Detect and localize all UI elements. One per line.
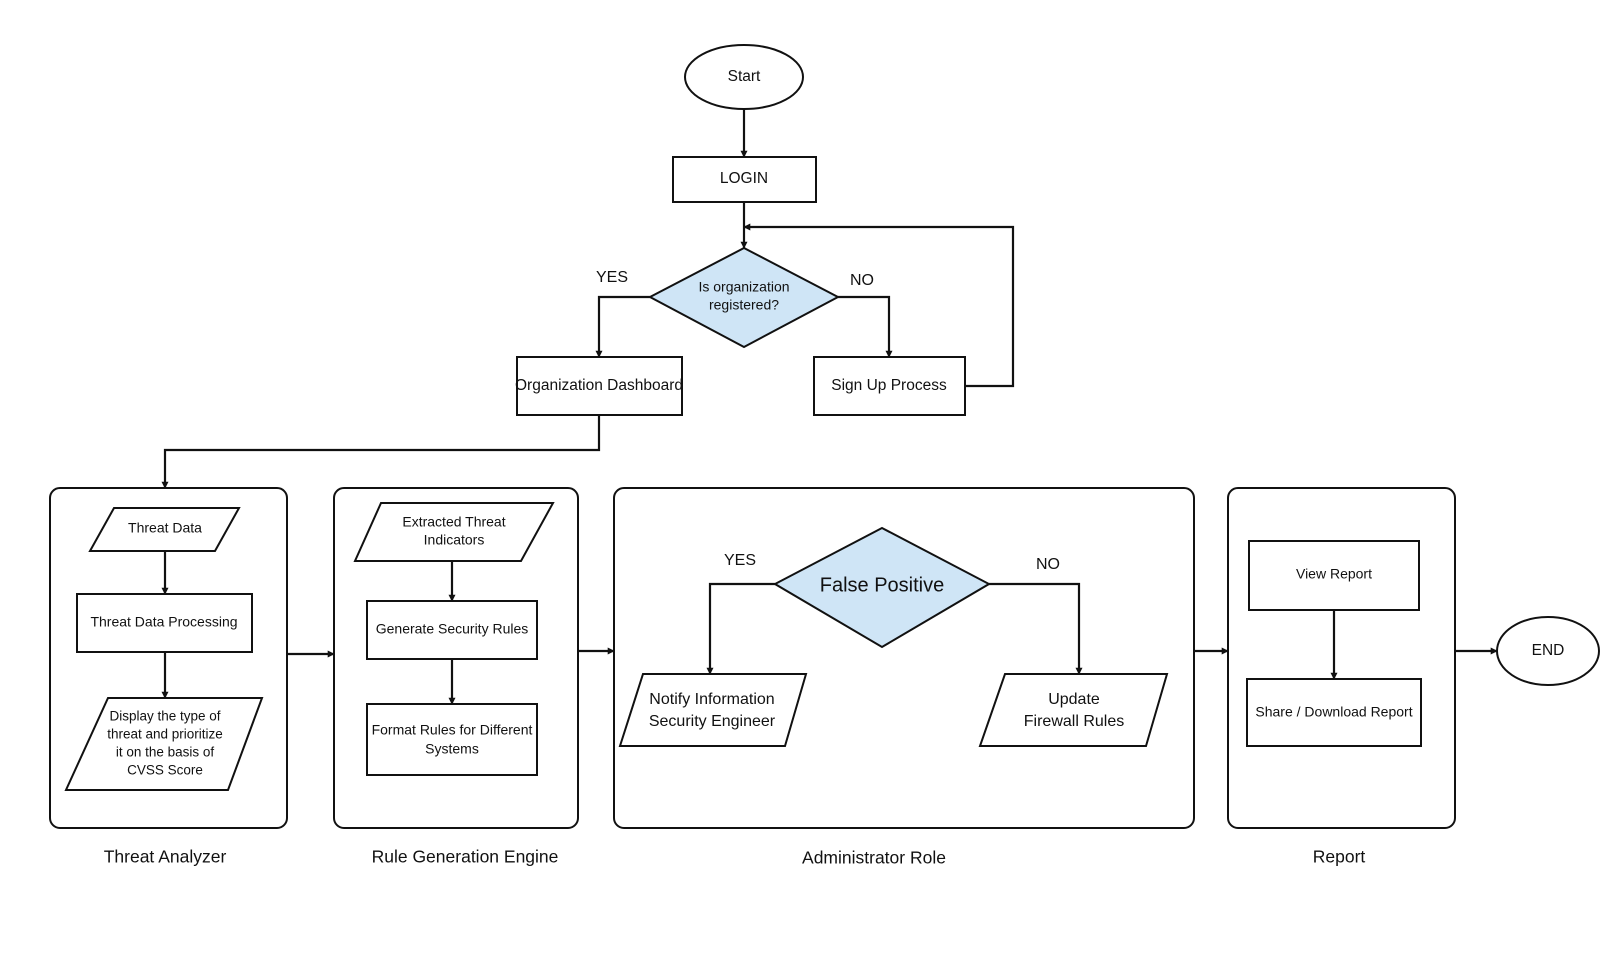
threat-data-node: [88, 507, 241, 552]
extracted-indicators-node: [353, 502, 555, 562]
org-registered-label-line1: Is organization: [698, 279, 789, 295]
display-threat-type-line2: threat and prioritize: [107, 727, 223, 742]
organization-dashboard-label: Organization Dashboard: [515, 377, 683, 394]
edge-no-to-signup: [838, 295, 893, 358]
update-firewall-line2: Firewall Rules: [1024, 713, 1124, 730]
rule-generation-engine-caption: Rule Generation Engine: [372, 847, 559, 867]
report-caption: Report: [1313, 847, 1366, 867]
threat-analyzer-caption: Threat Analyzer: [104, 847, 227, 867]
generate-security-rules-label: Generate Security Rules: [376, 621, 529, 637]
organization-dashboard-node: [516, 356, 683, 416]
display-threat-type-node: [64, 697, 264, 791]
start-label: Start: [728, 68, 761, 85]
notify-engineer-node: [618, 673, 808, 747]
sign-up-label: Sign Up Process: [831, 377, 947, 394]
view-report-node: [1248, 540, 1420, 611]
edge-fp-yes-to-notify: [706, 582, 775, 675]
end-label: END: [1532, 642, 1565, 659]
org-registered-label-line2: registered?: [709, 297, 779, 313]
org-registered-decision: [647, 246, 841, 349]
edge-dashboard-to-threat-analyzer: [161, 415, 601, 489]
format-rules-line1: Format Rules for Different: [372, 722, 533, 738]
threat-data-label: Threat Data: [128, 520, 202, 536]
generate-security-rules-node: [366, 600, 538, 660]
format-rules-node: [366, 703, 538, 776]
login-label: LOGIN: [720, 170, 768, 187]
org-no-label: NO: [850, 272, 874, 289]
fp-yes-label: YES: [724, 552, 756, 569]
edge-signup-loop: [743, 223, 1015, 388]
share-report-label: Share / Download Report: [1255, 704, 1412, 720]
threat-data-processing-label: Threat Data Processing: [90, 614, 237, 630]
edge-fp-no-to-update: [989, 582, 1083, 675]
group-report: [1227, 487, 1456, 829]
administrator-role-caption: Administrator Role: [802, 848, 946, 868]
edge-yes-to-dashboard: [595, 295, 650, 358]
display-threat-type-line4: CVSS Score: [127, 763, 203, 778]
fp-no-label: NO: [1036, 556, 1060, 573]
extracted-indicators-line1: Extracted Threat: [402, 514, 505, 530]
false-positive-decision: [772, 526, 992, 649]
org-yes-label: YES: [596, 269, 628, 286]
update-firewall-node: [978, 673, 1169, 747]
view-report-label: View Report: [1296, 566, 1372, 582]
notify-engineer-line1: Notify Information: [649, 691, 774, 708]
login-node: [672, 156, 817, 203]
sign-up-node: [813, 356, 966, 416]
display-threat-type-line1: Display the type of: [109, 709, 220, 724]
notify-engineer-line2: Security Engineer: [649, 713, 776, 730]
format-rules-line2: Systems: [425, 741, 479, 757]
share-report-node: [1246, 678, 1422, 747]
update-firewall-line1: Update: [1048, 691, 1100, 708]
display-threat-type-line3: it on the basis of: [116, 745, 215, 760]
false-positive-label: False Positive: [820, 574, 945, 596]
extracted-indicators-line2: Indicators: [424, 532, 485, 548]
